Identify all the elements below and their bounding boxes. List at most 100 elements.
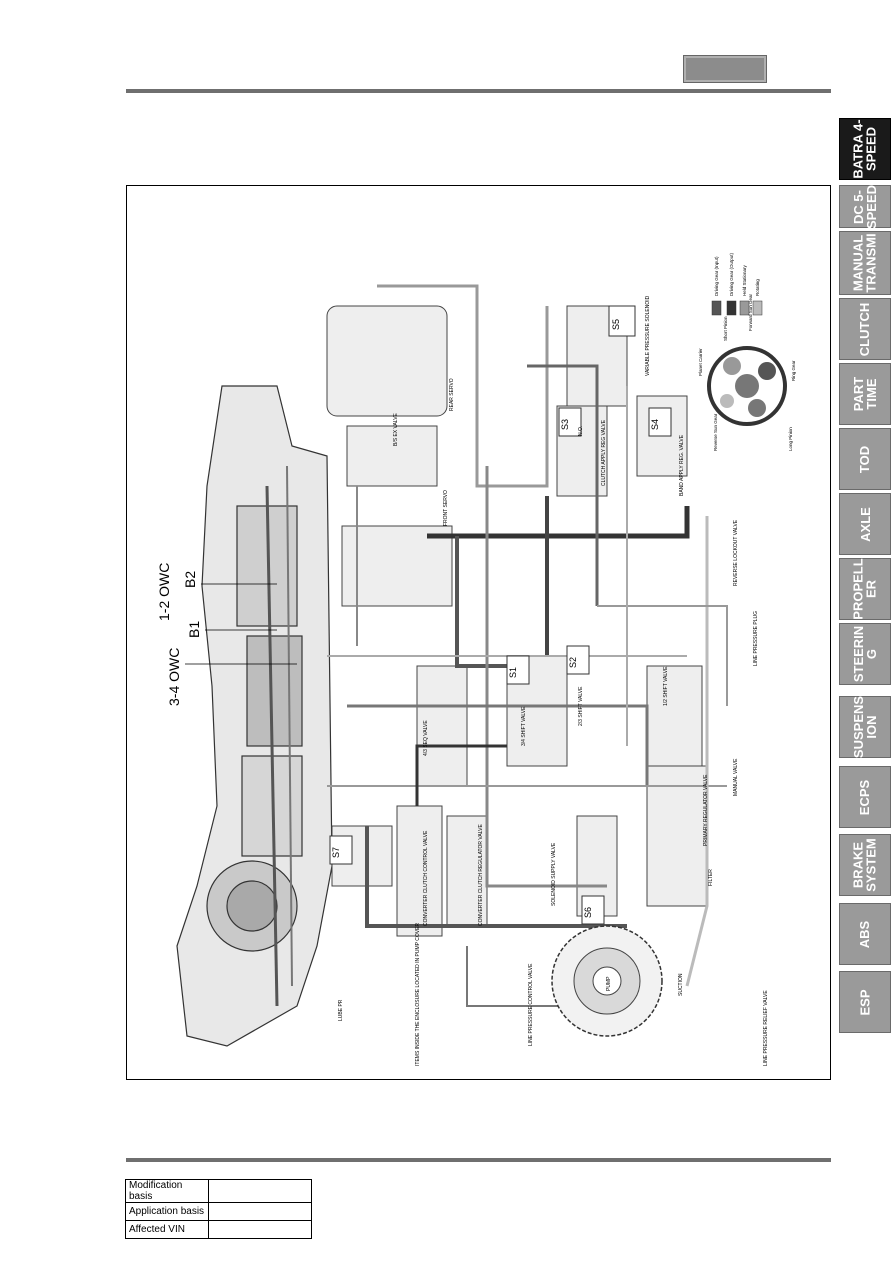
tab-axle[interactable]: AXLE <box>839 493 891 555</box>
label-pump: PUMP <box>606 976 612 991</box>
solenoid-labels: S1 S2 S3 S4 S5 S6 S7 <box>331 319 660 918</box>
affected-vin-value <box>208 1220 312 1239</box>
label-primary-regulator-valve: PRIMARY REGULATOR VALVE <box>703 774 709 846</box>
gear-forward-sun-gear: Forward Sun Gear <box>748 293 753 331</box>
legend-swatches <box>711 300 763 316</box>
tab-tod[interactable]: TOD <box>839 428 891 490</box>
valve-body <box>326 305 708 937</box>
label-2-3-shift-valve: 2/3 SHIFT VALVE <box>578 686 584 726</box>
tab-clutch-label: CLUTCH <box>857 302 873 356</box>
gear-short-pinion: Short Pinion <box>723 316 728 341</box>
application-basis-value <box>208 1202 312 1221</box>
label-suction: SUCTION <box>678 973 684 996</box>
label-front-servo: FRONT SERVO <box>443 490 449 526</box>
tab-ecps[interactable]: ECPS <box>839 766 891 828</box>
table-row: Affected VIN <box>125 1220 312 1239</box>
solenoid-s5: S5 <box>611 319 621 330</box>
label-converter-clutch-regulator-valve: CONVERTER CLUTCH REGULATOR VALVE <box>478 824 484 926</box>
solenoid-s4: S4 <box>650 419 660 430</box>
diagram-svg: 3-4 OWC 1-2 OWC B1 B2 S1 S2 S3 S4 S5 S6 … <box>156 252 796 1066</box>
label-line-pressure-relief-valve: LINE PRESSURE RELIEF VALVE <box>763 990 769 1066</box>
modification-basis-value <box>208 1179 312 1203</box>
legend-labels: Driving Gear (Input) Driving Gear (Outpu… <box>698 252 796 451</box>
planetary-gear-set <box>707 346 787 426</box>
label-solenoid-supply-valve: SOLENOID SUPPLY VALVE <box>551 842 557 906</box>
label-n-o: N.O. <box>578 426 584 436</box>
hydraulic-lines <box>327 284 728 1007</box>
label-1-2-owc: 1-2 OWC <box>156 563 172 621</box>
solenoid-s3: S3 <box>560 419 570 430</box>
tab-batra-4-speed[interactable]: BATRA 4-SPEED <box>839 118 891 180</box>
application-basis-label: Application basis <box>125 1202 209 1221</box>
basis-table: Modification basis Application basis Aff… <box>125 1179 312 1239</box>
modification-basis-label: Modification basis <box>125 1179 209 1203</box>
label-bs-ex-valve: B/S EX VALVE <box>393 412 399 446</box>
gear-ring-gear: Ring Gear <box>791 360 796 381</box>
table-row: Modification basis <box>125 1179 312 1203</box>
label-b1: B1 <box>186 621 202 638</box>
label-band-apply-reg-valve: BAND APPLY REG. VALVE <box>679 434 685 496</box>
label-line-pressure-plug: LINE PRESSURE PLUG <box>753 611 759 666</box>
label-rear-servo: REAR SERVO <box>449 378 455 411</box>
gear-reverse-sun-gear: Reverse Sun Gear <box>713 413 718 451</box>
solenoid-s6: S6 <box>583 907 593 918</box>
label-items-inside-enclosure: ITEMS INSIDE THE ENCLOSURE LOCATED IN PU… <box>415 923 421 1066</box>
label-4-3-seq-valve: 4/3 SEQ VALVE <box>423 720 429 756</box>
pump <box>551 925 663 1037</box>
solenoid-s7: S7 <box>331 847 341 858</box>
label-b2: B2 <box>182 571 198 588</box>
label-manual-valve: MANUAL VALVE <box>733 758 739 796</box>
leader-lines <box>185 583 297 665</box>
tab-esp[interactable]: ESP <box>839 971 891 1033</box>
tab-dc-5-speed-label: DC 5-SPEED <box>850 184 879 229</box>
transmission-housing <box>176 385 333 1047</box>
label-reverse-lockout-valve: REVERSE LOCKOUT VALVE <box>733 519 739 586</box>
gear-planet-carrier: Planet Carrier <box>698 348 703 376</box>
legend-driving-output: Driving Gear (Output) <box>729 252 734 296</box>
large-labels: 3-4 OWC 1-2 OWC B1 B2 <box>156 563 202 706</box>
hydraulic-circuit-diagram: 3-4 OWC 1-2 OWC B1 B2 S1 S2 S3 S4 S5 S6 … <box>126 185 831 1080</box>
tab-ecps-label: ECPS <box>857 779 873 815</box>
tab-dc-5-speed[interactable]: DC 5-SPEED <box>839 184 891 229</box>
label-line-pressure-control-valve: LINE PRESSURE CONTROL VALVE <box>528 963 534 1046</box>
label-converter-clutch-control-valve: CONVERTER CLUTCH CONTROL VALVE <box>423 830 429 926</box>
label-filter: FILTER <box>708 869 714 886</box>
label-clutch-apply-reg-valve: CLUTCH APPLY REG VALVE <box>601 419 607 486</box>
tab-clutch[interactable]: CLUTCH <box>839 298 891 360</box>
label-3-4-shift-valve: 3/4 SHIFT VALVE <box>521 706 527 746</box>
legend-driving-input: Driving Gear (Input) <box>714 256 719 296</box>
label-1-2-shift-valve: 1/2 SHIFT VALVE <box>663 666 669 706</box>
label-variable-pressure-solenoid: VARIABLE PRESSURE SOLENOID <box>645 295 651 376</box>
component-labels: REAR SERVO B/S EX VALVE FRONT SERVO VARI… <box>338 295 769 1066</box>
affected-vin-label: Affected VIN <box>125 1220 209 1239</box>
label-lube-pr: LUBE PR <box>338 999 344 1021</box>
legend-rotating: Rotating <box>755 279 760 296</box>
solenoid-s1: S1 <box>508 667 518 678</box>
header-gray-box <box>683 55 767 83</box>
tab-tod-label: TOD <box>857 445 873 473</box>
gear-long-pinion: Long Pinion <box>788 427 793 451</box>
tab-abs-label: ABS <box>857 920 873 948</box>
tab-axle-label: AXLE <box>857 506 873 542</box>
table-row: Application basis <box>125 1202 312 1221</box>
label-3-4-owc: 3-4 OWC <box>166 648 182 706</box>
tab-batra-4-speed-label: BATRA 4-SPEED <box>851 119 879 179</box>
tab-abs[interactable]: ABS <box>839 903 891 965</box>
header-rule <box>126 89 831 93</box>
solenoid-boxes <box>329 305 672 925</box>
tab-esp-label: ESP <box>857 988 873 1016</box>
footer-rule <box>126 1158 831 1162</box>
